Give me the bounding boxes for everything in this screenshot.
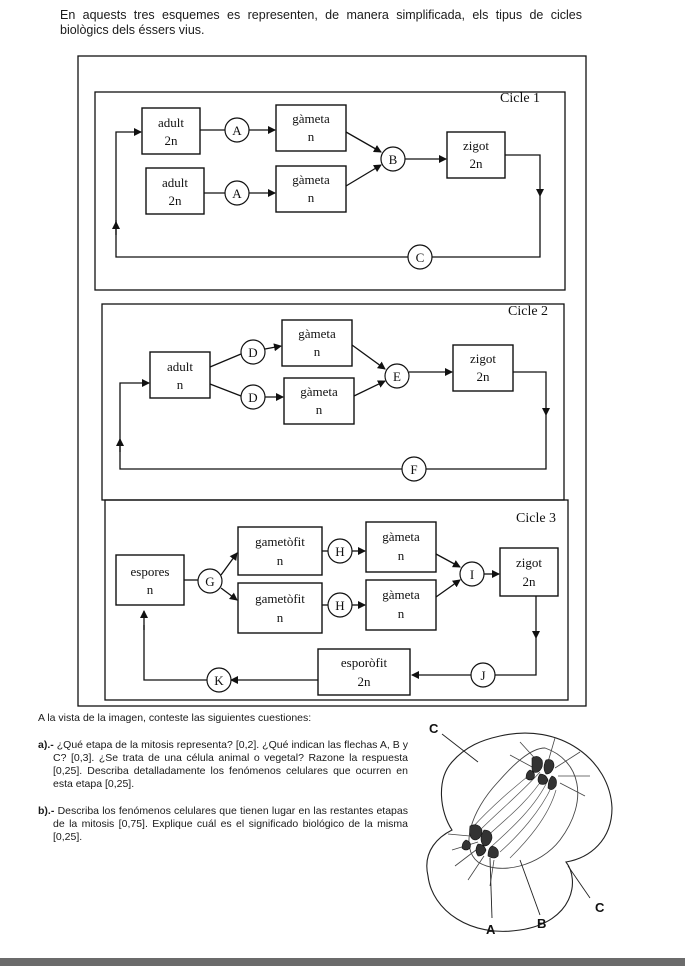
cycle-3-frame — [104, 499, 569, 701]
gametofit-bottom-box — [237, 582, 323, 634]
espores-ploidy: n — [147, 582, 154, 597]
esporofit-box — [317, 648, 411, 696]
gameta-3-bottom-box — [365, 579, 437, 631]
gameta-2-top-label: gàmeta — [298, 326, 336, 341]
zigot-3-box — [499, 547, 559, 597]
question-b-label: b).- — [38, 805, 55, 817]
label-b: B — [389, 152, 398, 167]
question-b: b).- Describa los fenómenos celulares qu… — [38, 805, 408, 844]
gameta-2-top-ploidy: n — [314, 344, 321, 359]
cycle-2: Cicle 2 adult n D D gàmeta n gàmeta n E … — [101, 303, 565, 501]
question-a-text: ¿Qué etapa de la mitosis representa? [0,… — [53, 739, 408, 790]
gameta-3-top-ploidy: n — [398, 548, 405, 563]
label-j: J — [480, 668, 485, 683]
gameta-bottom-box — [275, 165, 347, 213]
label-g: G — [205, 574, 214, 589]
zigot-2-box — [452, 344, 514, 392]
cycle-1-title: Cicle 1 — [500, 91, 540, 106]
adult-bottom-ploidy: 2n — [169, 193, 183, 208]
esporofit-ploidy: 2n — [358, 674, 372, 689]
label-a1: A — [232, 123, 242, 138]
gameta-2-top-box — [281, 319, 353, 367]
adult-top-label: adult — [158, 115, 184, 130]
question-a: a).- ¿Qué etapa de la mitosis representa… — [38, 739, 408, 791]
gametofit-top-box — [237, 526, 323, 576]
label-f: F — [410, 462, 417, 477]
adult-bottom-label: adult — [162, 175, 188, 190]
cycle-1: Cicle 1 adult 2n adult 2n A A gàmeta n g… — [94, 91, 566, 291]
cell-membrane — [426, 732, 613, 932]
adult-top-box — [141, 107, 201, 155]
gametofit-bottom-label: gametòfit — [255, 591, 305, 606]
outer-frame — [77, 55, 587, 707]
zigot-2-label: zigot — [470, 351, 496, 366]
label-i: I — [470, 567, 474, 582]
questions-section: A la vista de la imagen, conteste las si… — [38, 712, 408, 858]
esporofit-label: esporòfit — [341, 655, 388, 670]
label-e-circle — [384, 363, 410, 389]
cell-label-c-right: C — [595, 900, 605, 915]
gametofit-bottom-ploidy: n — [277, 610, 284, 625]
label-d1-circle — [240, 339, 266, 365]
label-h1: H — [335, 544, 344, 559]
zigot-1-label: zigot — [463, 138, 489, 153]
gameta-3-top-box — [365, 521, 437, 573]
gameta-3-top-label: gàmeta — [382, 529, 420, 544]
cell-label-a: A — [486, 922, 496, 937]
gameta-2-bottom-box — [283, 377, 355, 425]
zigot-3-ploidy: 2n — [523, 574, 537, 589]
mitosis-cell-figure: C C A B — [426, 721, 613, 937]
gameta-bottom-ploidy: n — [308, 190, 315, 205]
label-e: E — [393, 369, 401, 384]
label-k: K — [214, 673, 224, 688]
gametofit-top-label: gametòfit — [255, 534, 305, 549]
intro-text: En aquests tres esquemes es representen,… — [60, 8, 582, 37]
gameta-3-bottom-ploidy: n — [398, 606, 405, 621]
espores-label: espores — [131, 564, 170, 579]
label-d1: D — [248, 345, 257, 360]
label-h2: H — [335, 598, 344, 613]
cycle-3-title: Cicle 3 — [516, 511, 556, 526]
question-b-text: Describa los fenómenos celulares que tie… — [53, 805, 408, 843]
cell-label-c-top: C — [429, 721, 439, 736]
label-g-circle — [197, 568, 223, 594]
adult-n-box — [149, 351, 211, 399]
cell-label-b: B — [537, 916, 546, 931]
gameta-top-box — [275, 104, 347, 152]
adult-n-label: adult — [167, 359, 193, 374]
espores-box — [115, 554, 185, 606]
label-d2: D — [248, 390, 257, 405]
question-a-label: a).- — [38, 739, 54, 751]
gameta-2-bottom-label: gàmeta — [300, 384, 338, 399]
label-c: C — [416, 250, 425, 265]
questions-lead: A la vista de la imagen, conteste las si… — [38, 712, 312, 724]
cycle-1-frame — [94, 91, 566, 291]
cycle-3: Cicle 3 espores n G gametòfit n gametòfi… — [104, 499, 569, 701]
zigot-3-label: zigot — [516, 555, 542, 570]
gameta-bottom-label: gàmeta — [292, 172, 330, 187]
gameta-top-label: gàmeta — [292, 111, 330, 126]
label-a2: A — [232, 186, 242, 201]
adult-top-ploidy: 2n — [165, 133, 179, 148]
zigot-2-ploidy: 2n — [477, 369, 491, 384]
gameta-3-bottom-label: gàmeta — [382, 587, 420, 602]
gameta-top-ploidy: n — [308, 129, 315, 144]
adult-n-ploidy: n — [177, 377, 184, 392]
adult-bottom-box — [145, 167, 205, 215]
zigot-1-ploidy: 2n — [470, 156, 484, 171]
cycle-2-title: Cicle 2 — [508, 304, 548, 319]
scan-bottom-edge — [0, 958, 685, 966]
gametofit-top-ploidy: n — [277, 553, 284, 568]
gameta-2-bottom-ploidy: n — [316, 402, 323, 417]
